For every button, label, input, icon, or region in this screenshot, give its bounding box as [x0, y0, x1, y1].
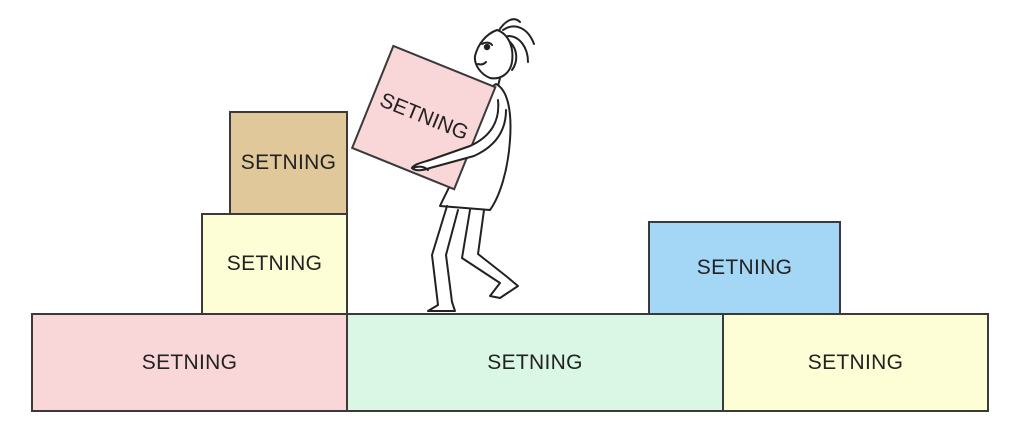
block-label: SETNING — [141, 350, 238, 374]
block-label: SETNING — [487, 350, 583, 374]
block-label: SETNING — [240, 151, 337, 174]
block-middle-left: SETNING — [201, 213, 348, 315]
block-bottom-left: SETNING — [31, 313, 348, 412]
block-top-left: SETNING — [229, 111, 348, 215]
block-bottom-middle: SETNING — [346, 313, 724, 412]
block-blue-right: SETNING — [648, 221, 841, 315]
block-label: SETNING — [226, 252, 323, 275]
block-bottom-right: SETNING — [722, 313, 989, 412]
block-label: SETNING — [807, 350, 904, 374]
block-label: SETNING — [696, 256, 793, 279]
